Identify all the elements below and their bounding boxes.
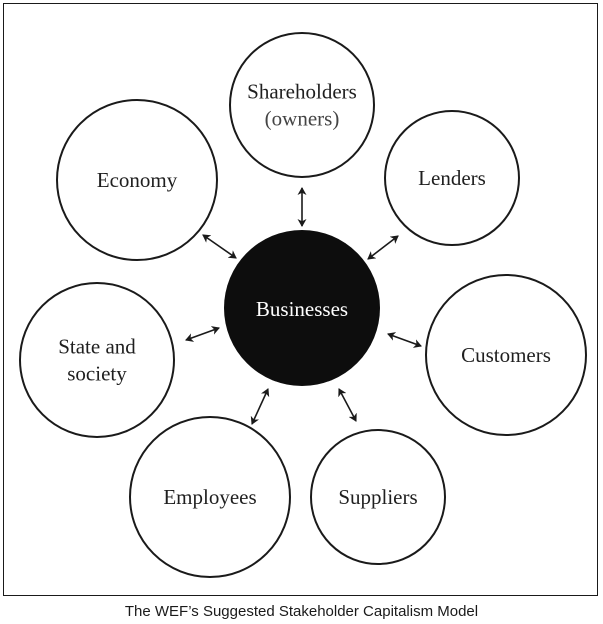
arrow-customers-businesses	[387, 332, 422, 348]
businesses-circle	[224, 230, 380, 386]
node-shareholders: Shareholders (owners)	[229, 32, 375, 178]
economy-label-line-1: Economy	[97, 168, 178, 192]
shareholders-label-line-1: Shareholders	[247, 80, 357, 104]
connector-arrows	[185, 187, 422, 425]
shareholders-label-line-2: (owners)	[265, 107, 340, 131]
stakeholder-diagram: Shareholders (owners) LendersCustomersSupp…	[19, 32, 587, 578]
state-and-society-circle	[19, 282, 175, 438]
node-customers: Customers	[425, 274, 587, 436]
arrow-state-and-society-businesses	[185, 326, 220, 342]
employees-circle	[129, 416, 291, 578]
employees-label-line-1: Employees	[163, 485, 256, 509]
node-economy: Economy	[56, 99, 218, 261]
arrow-economy-businesses	[202, 234, 237, 259]
state-and-society-label-line-2: society	[67, 362, 127, 386]
suppliers-label-line-1: Suppliers	[338, 485, 417, 509]
state-and-society-label-line-1: State and	[58, 335, 136, 359]
arrow-employees-businesses	[250, 388, 270, 425]
customers-label-line-1: Customers	[461, 343, 551, 367]
suppliers-circle	[310, 429, 446, 565]
customers-circle	[425, 274, 587, 436]
node-lenders: Lenders	[384, 110, 520, 246]
node-employees: Employees	[129, 416, 291, 578]
center-node: Businesses	[224, 230, 380, 386]
arrow-lenders-businesses	[367, 235, 399, 260]
businesses-label: Businesses	[256, 297, 348, 321]
arrow-suppliers-businesses	[338, 388, 357, 422]
stakeholder-nodes: Shareholders (owners) LendersCustomersSupp…	[19, 32, 587, 578]
economy-circle	[56, 99, 218, 261]
node-state-and-society: State and society	[19, 282, 175, 438]
node-suppliers: Suppliers	[310, 429, 446, 565]
shareholders-circle	[229, 32, 375, 178]
lenders-circle	[384, 110, 520, 246]
figure-caption: The WEF’s Suggested Stakeholder Capitali…	[124, 603, 479, 620]
lenders-label-line-1: Lenders	[418, 166, 486, 190]
